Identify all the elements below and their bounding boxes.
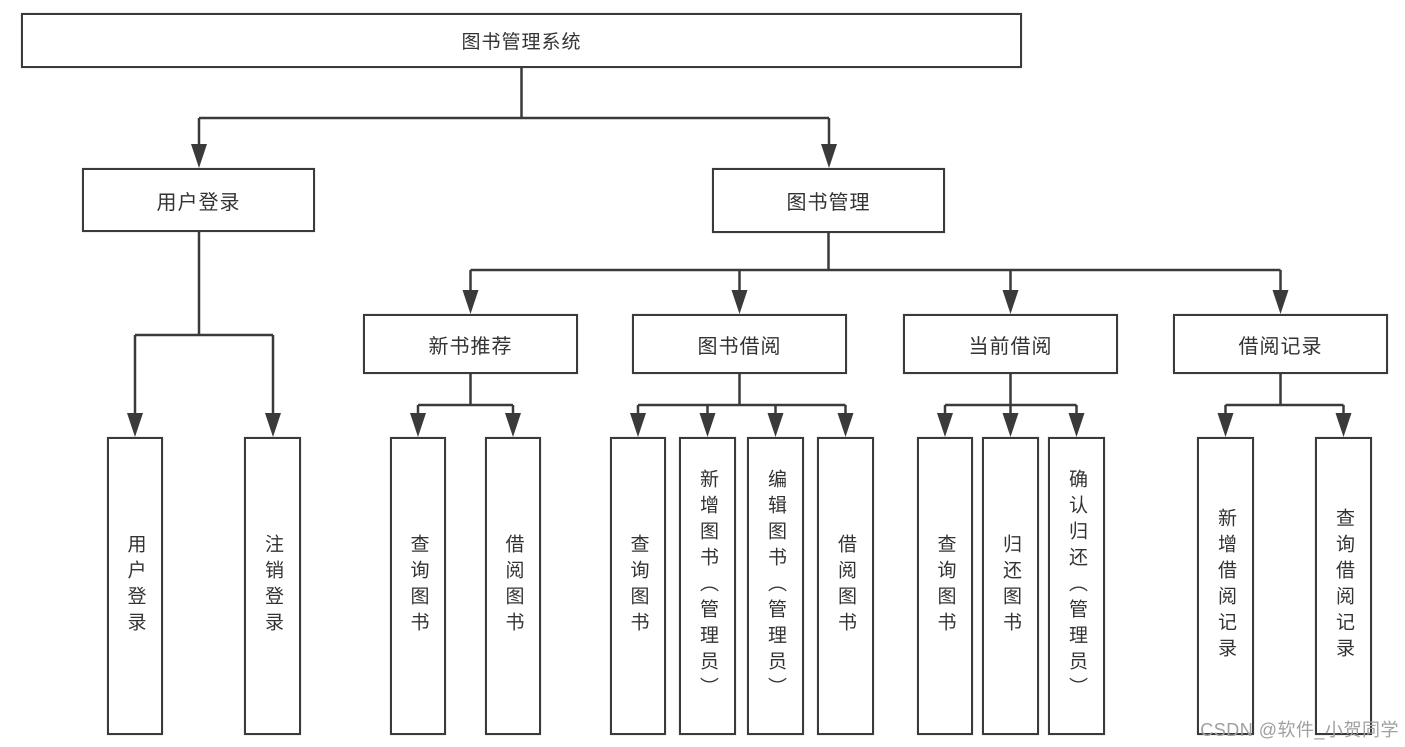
leaf-confirm-return-admin-label: 确认归还（管理员） — [1066, 469, 1087, 703]
leaf-query-book-recommend: 查询图书 — [390, 437, 446, 735]
leaf-borrow-book-recommend: 借阅图书 — [485, 437, 541, 735]
leaf-query-book-recommend-label: 查询图书 — [407, 534, 429, 638]
node-current-borrowing: 当前借阅 — [903, 314, 1118, 374]
leaf-add-borrow-record: 新增借阅记录 — [1197, 437, 1254, 735]
leaf-edit-book-admin: 编辑图书（管理员） — [747, 437, 804, 735]
node-borrowing-records-label: 借阅记录 — [1238, 335, 1323, 358]
node-new-book-recommendation: 新书推荐 — [363, 314, 578, 374]
leaf-add-book-admin-label: 新增图书（管理员） — [697, 469, 718, 703]
leaf-confirm-return-admin: 确认归还（管理员） — [1048, 437, 1105, 735]
leaf-query-borrow-record-label: 查询借阅记录 — [1333, 508, 1354, 664]
leaf-query-borrow-record: 查询借阅记录 — [1315, 437, 1372, 735]
node-new-book-recommendation-label: 新书推荐 — [428, 335, 513, 358]
leaf-logout: 注销登录 — [244, 437, 301, 735]
node-book-management-label: 图书管理 — [786, 192, 871, 214]
leaf-query-book-borrowing-label: 查询图书 — [627, 534, 649, 638]
watermark: CSDN @软件_小贺同学 — [1200, 720, 1399, 740]
leaf-return-book: 归还图书 — [982, 437, 1039, 735]
leaf-user-login: 用户登录 — [107, 437, 163, 735]
node-book-borrowing: 图书借阅 — [632, 314, 847, 374]
leaf-query-book-borrowing: 查询图书 — [610, 437, 666, 735]
leaf-return-book-label: 归还图书 — [1000, 534, 1021, 638]
node-book-borrowing-label: 图书借阅 — [697, 335, 782, 358]
leaf-edit-book-admin-label: 编辑图书（管理员） — [765, 469, 786, 703]
node-root-label: 图书管理系统 — [461, 32, 582, 53]
arrowhead-icons — [127, 144, 1352, 437]
node-user-login-label: 用户登录 — [156, 191, 241, 214]
leaf-borrow-book-borrowing-label: 借阅图书 — [835, 534, 856, 638]
leaf-user-login-label: 用户登录 — [124, 534, 146, 638]
node-root: 图书管理系统 — [21, 13, 1022, 68]
leaf-query-book-current-label: 查询图书 — [934, 534, 956, 638]
node-current-borrowing-label: 当前借阅 — [968, 335, 1053, 358]
node-borrowing-records: 借阅记录 — [1173, 314, 1388, 374]
leaf-query-book-current: 查询图书 — [917, 437, 973, 735]
node-book-management: 图书管理 — [712, 168, 945, 233]
leaf-logout-label: 注销登录 — [262, 534, 283, 638]
connector-segments — [133, 66, 1345, 417]
leaf-add-book-admin: 新增图书（管理员） — [679, 437, 736, 735]
node-user-login: 用户登录 — [82, 168, 315, 232]
leaf-borrow-book-borrowing: 借阅图书 — [817, 437, 874, 735]
leaf-borrow-book-recommend-label: 借阅图书 — [502, 534, 524, 638]
leaf-add-borrow-record-label: 新增借阅记录 — [1215, 508, 1236, 664]
